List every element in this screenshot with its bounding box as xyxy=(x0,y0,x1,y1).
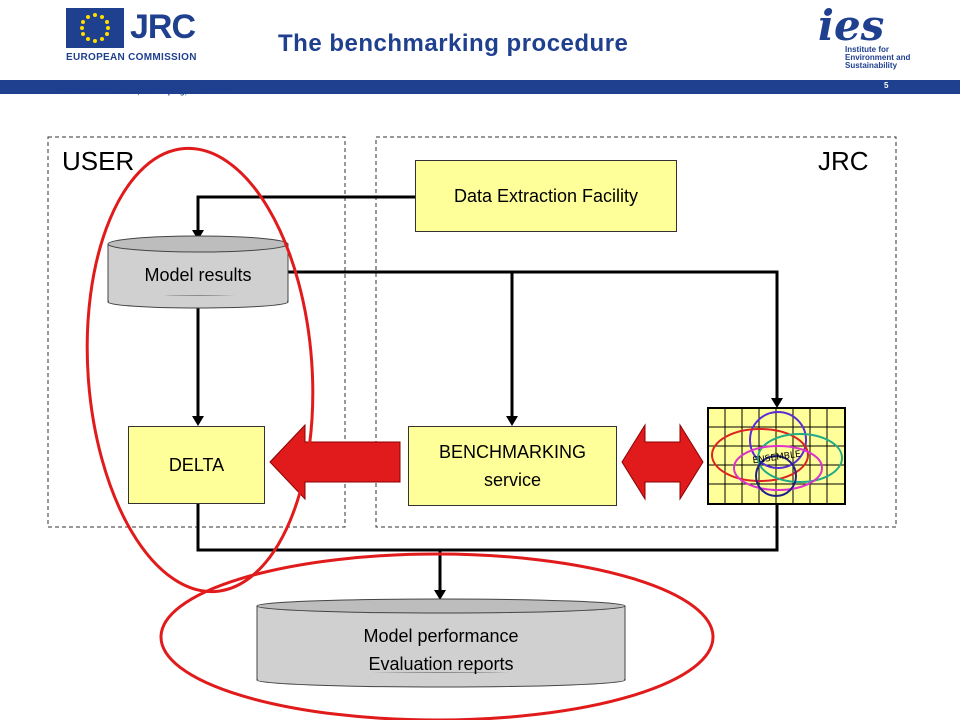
highlight-ellipse-user xyxy=(85,146,315,594)
data-extraction-label: Data Extraction Facility xyxy=(453,186,639,206)
performance-label-line1: Model performance xyxy=(363,626,519,646)
jrc-region-label: JRC xyxy=(818,146,869,176)
institute-name: Institute for Environment and Sustainabi… xyxy=(845,45,911,70)
connector-lines xyxy=(196,195,779,592)
highlight-ellipse-performance xyxy=(159,552,715,720)
benchmarking-label-line1: BENCHMARKING xyxy=(438,442,586,462)
performance-cylinder xyxy=(256,598,626,688)
model-results-cylinder xyxy=(107,235,289,309)
ies-logo: ies xyxy=(800,1,920,80)
arrowhead-benchmarking xyxy=(506,416,518,426)
benchmarking-service-box: BENCHMARKING service xyxy=(408,426,617,506)
arrowhead-ensemble xyxy=(771,398,783,408)
performance-label-line2: Evaluation reports xyxy=(368,654,514,674)
arrowhead-results xyxy=(192,230,204,240)
jrc-region xyxy=(375,136,897,528)
jrc-logo-text: JRC xyxy=(130,8,196,46)
connector-extraction-to-results xyxy=(196,195,415,232)
connector-results-to-ensemble xyxy=(288,270,779,400)
benchmarking-label-line2: service xyxy=(483,470,541,490)
page-number: 5 xyxy=(884,81,889,90)
red-arrow-left xyxy=(269,423,401,501)
model-results-label: Model results xyxy=(144,265,252,285)
user-region-label: USER xyxy=(62,146,135,176)
performance-label: Model performance Evaluation reports xyxy=(257,622,625,678)
connector-delta-bottom xyxy=(196,504,779,552)
page-title: The benchmarking procedure xyxy=(278,30,629,57)
european-commission-label: EUROPEAN COMMISSION xyxy=(66,52,197,63)
arrowhead-performance xyxy=(434,590,446,600)
footer-text: FAIRMODE meetind, Norrkoping, June 2011 xyxy=(62,87,228,96)
eu-stars-icon xyxy=(80,13,110,43)
data-extraction-facility-box: Data Extraction Facility xyxy=(415,160,677,232)
red-double-arrow xyxy=(621,423,704,501)
arrowhead-delta xyxy=(192,416,204,426)
delta-label: DELTA xyxy=(168,455,225,475)
delta-box: DELTA xyxy=(128,426,265,504)
ies-logo-text: ies xyxy=(818,2,884,50)
eu-flag-logo xyxy=(66,8,124,48)
header-bar xyxy=(0,80,960,94)
arrowheads xyxy=(192,230,783,600)
ensemble-graphic: ENSEMBLE xyxy=(707,407,846,505)
